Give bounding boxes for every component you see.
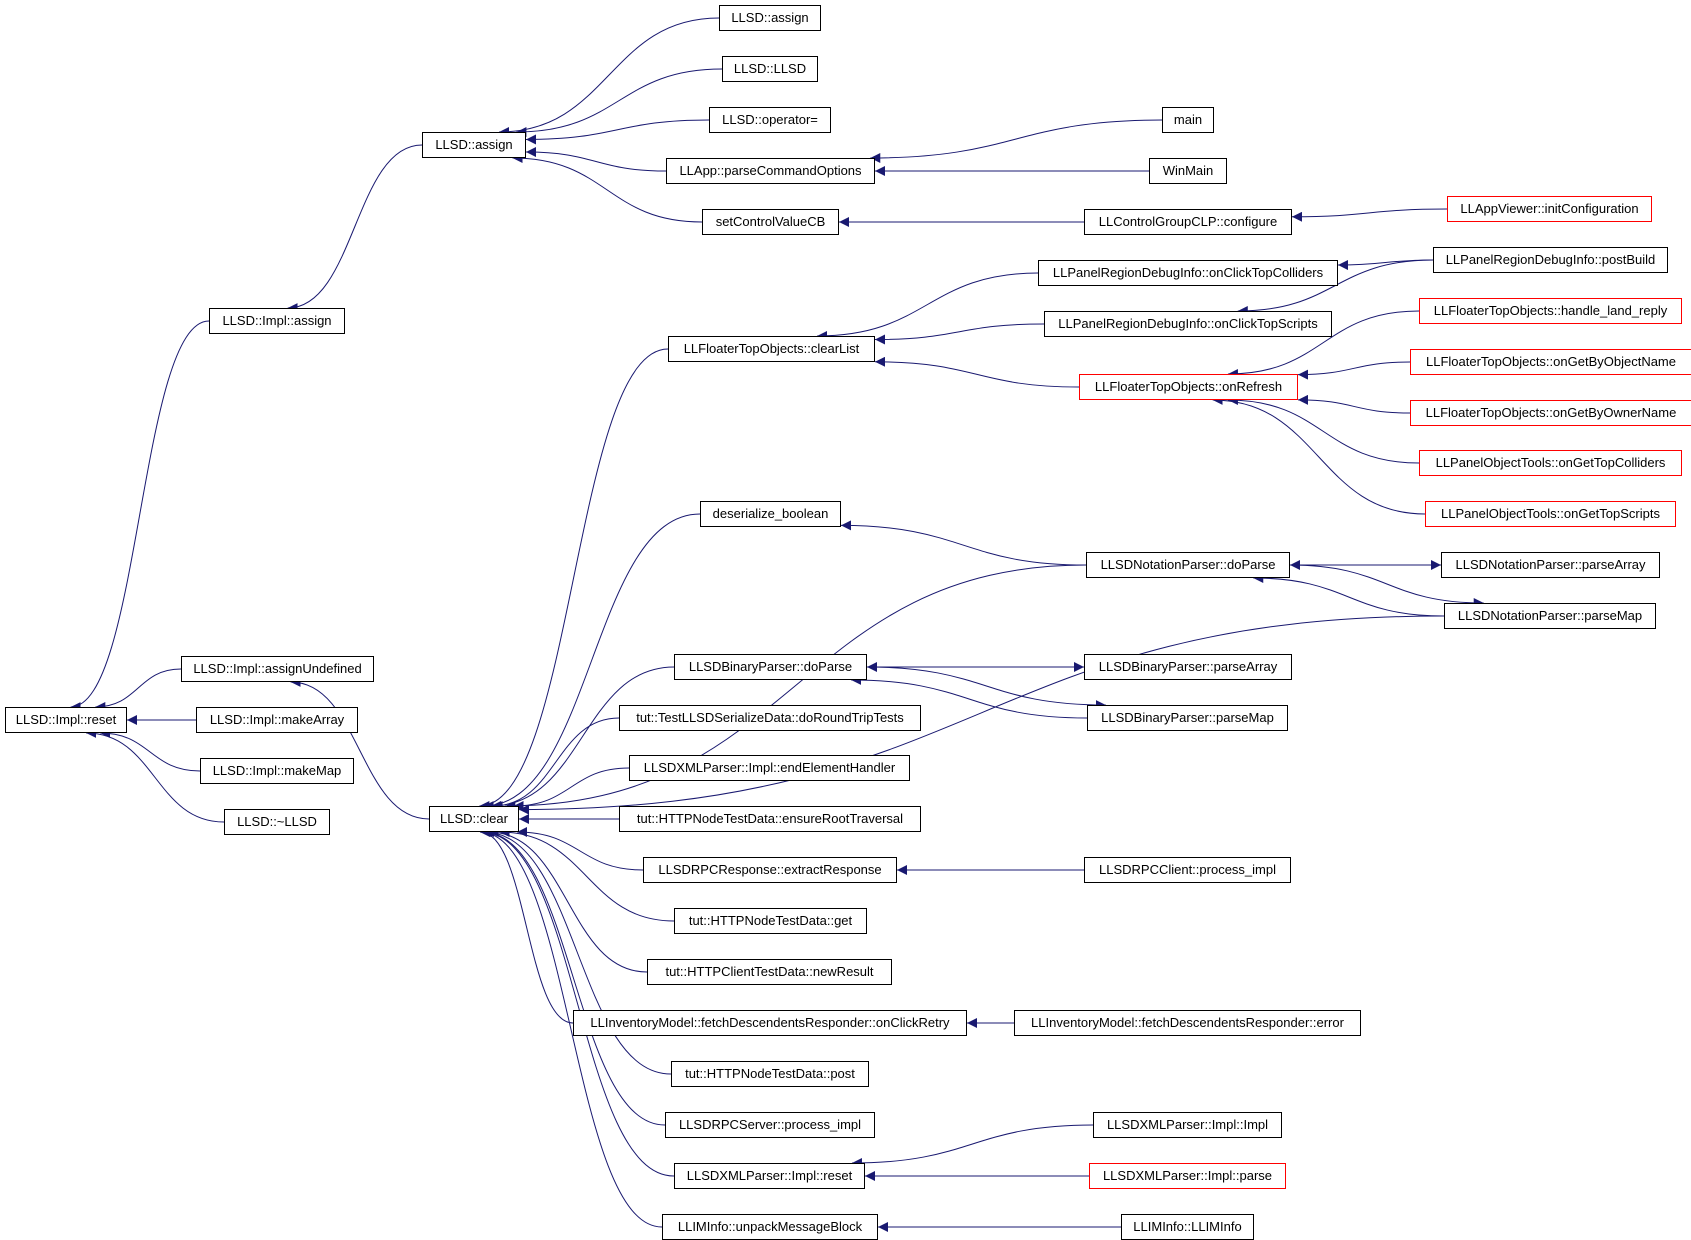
call-edge-n_click_colliders-to-n_clearlist (817, 272, 1039, 341)
call-edge-n_end_elem-to-n_llsd_clear (513, 767, 630, 811)
call-edge-n_post-to-n_llsd_clear (484, 827, 672, 1075)
call-edge-n_onclickretry-to-n_llsd_clear (480, 827, 574, 1024)
node-deserialize-boolean[interactable]: deserialize_boolean (700, 501, 841, 527)
node-http-client-new-result[interactable]: tut::HTTPClientTestData::newResult (647, 959, 892, 985)
node-notation-parsearray[interactable]: LLSDNotationParser::parseArray (1441, 552, 1660, 578)
call-edge-n_unpack-to-n_llsd_clear (479, 827, 663, 1228)
node-llappviewer-init-configuration[interactable]: LLAppViewer::initConfiguration (1447, 196, 1652, 222)
node-end-element-handler[interactable]: LLSDXMLParser::Impl::endElementHandler (629, 755, 910, 781)
node-on-get-by-owner-name[interactable]: LLFloaterTopObjects::onGetByOwnerName (1410, 400, 1691, 426)
node-llfloatertopobjects-onrefresh[interactable]: LLFloaterTopObjects::onRefresh (1079, 374, 1298, 400)
call-edge-n_bin_doparse-to-n_llsd_clear (491, 666, 675, 811)
call-edge-n_impl_assign-to-n_reset (70, 320, 210, 712)
call-edge-n_server_process-to-n_llsd_clear (482, 827, 666, 1126)
call-edge-n_roundtrip-to-n_llsd_clear (492, 717, 620, 811)
call-edge-n_bin_doparse-to-n_bin_parsemap (866, 666, 1106, 710)
node-llsd-impl-make-array[interactable]: LLSD::Impl::makeArray (196, 707, 358, 733)
call-edge-n_click_scripts-to-n_clearlist (874, 323, 1045, 345)
call-edge-n_by_object-to-n_onrefresh (1297, 361, 1411, 380)
call-edge-n_by_owner-to-n_onrefresh (1297, 394, 1411, 414)
node-http-node-post[interactable]: tut::HTTPNodeTestData::post (671, 1061, 869, 1087)
node-notation-parsemap[interactable]: LLSDNotationParser::parseMap (1444, 603, 1656, 629)
node-llim-info-constructor[interactable]: LLIMInfo::LLIMInfo (1121, 1214, 1254, 1240)
call-edge-n_onrefresh-to-n_clearlist (874, 356, 1080, 388)
call-edge-n_not_parsemap-to-n_not_doparse (1253, 573, 1445, 617)
call-edge-n_assign_undef-to-n_reset (95, 668, 182, 712)
call-edge-n_clearlist-to-n_llsd_clear (479, 348, 669, 811)
node-set-control-value-cb[interactable]: setControlValueCB (702, 209, 839, 235)
node-llsd-destructor[interactable]: LLSD::~LLSD (224, 809, 330, 835)
node-llsd-assign-caller[interactable]: LLSD::assign (719, 5, 821, 31)
node-xml-impl-reset[interactable]: LLSDXMLParser::Impl::reset (674, 1163, 865, 1189)
node-binary-parsearray[interactable]: LLSDBinaryParser::parseArray (1084, 654, 1292, 680)
call-edge-n_main-to-n_parse_cmd (870, 119, 1163, 163)
node-on-get-top-colliders[interactable]: LLPanelObjectTools::onGetTopColliders (1419, 450, 1682, 476)
call-edge-n_not_doparse-to-n_not_parsemap (1289, 564, 1484, 608)
call-edge-n_llsd_assign-to-n_impl_assign (287, 144, 423, 313)
node-ensure-root-traversal[interactable]: tut::HTTPNodeTestData::ensureRootTravers… (619, 806, 921, 832)
node-rpc-server-process-impl[interactable]: LLSDRPCServer::process_impl (665, 1112, 875, 1138)
call-edge-n_llsd_clear-to-n_assign_undef (290, 677, 430, 820)
node-notation-doparse[interactable]: LLSDNotationParser::doParse (1086, 552, 1290, 578)
node-fetch-descendents-error[interactable]: LLInventoryModel::fetchDescendentsRespon… (1014, 1010, 1361, 1036)
node-llsd-impl-reset: LLSD::Impl::reset (5, 707, 127, 733)
call-edge-n_top_scripts-to-n_onrefresh (1212, 395, 1426, 515)
node-rpc-client-process-impl[interactable]: LLSDRPCClient::process_impl (1084, 857, 1291, 883)
call-edge-n_xml_reset-to-n_llsd_clear (481, 827, 675, 1177)
node-panel-region-debug-postbuild[interactable]: LLPanelRegionDebugInfo::postBuild (1433, 247, 1668, 273)
node-llapp-parse-command-options[interactable]: LLApp::parseCommandOptions (666, 158, 875, 184)
node-handle-land-reply[interactable]: LLFloaterTopObjects::handle_land_reply (1419, 298, 1682, 324)
node-llsd-constructor[interactable]: LLSD::LLSD (722, 56, 818, 82)
call-edge-n_make_map-to-n_reset (100, 728, 201, 772)
call-edge-n_set_ctrl-to-n_llsd_assign (512, 153, 703, 223)
node-llfloatertopobjects-clearlist[interactable]: LLFloaterTopObjects::clearList (668, 336, 875, 362)
node-http-node-get[interactable]: tut::HTTPNodeTestData::get (674, 908, 867, 934)
node-main[interactable]: main (1162, 107, 1214, 133)
node-llsd-impl-assign-undefined[interactable]: LLSD::Impl::assignUndefined (181, 656, 374, 682)
node-llsd-clear[interactable]: LLSD::clear (429, 806, 519, 832)
node-binary-doparse[interactable]: LLSDBinaryParser::doParse (674, 654, 867, 680)
call-edge-n_llsd_ctor-to-n_llsd_assign (516, 68, 723, 137)
node-xml-impl-parse[interactable]: LLSDXMLParser::Impl::parse (1089, 1163, 1286, 1189)
node-on-get-by-object-name[interactable]: LLFloaterTopObjects::onGetByObjectName (1410, 349, 1691, 375)
node-onclick-top-colliders[interactable]: LLPanelRegionDebugInfo::onClickTopCollid… (1038, 260, 1338, 286)
call-edge-n_parse_cmd-to-n_llsd_assign (525, 147, 667, 172)
node-unpack-message-block[interactable]: LLIMInfo::unpackMessageBlock (662, 1214, 878, 1240)
node-on-click-retry[interactable]: LLInventoryModel::fetchDescendentsRespon… (573, 1010, 967, 1036)
node-llsd-impl-make-map[interactable]: LLSD::Impl::makeMap (200, 758, 354, 784)
call-edge-n_bin_parsemap-to-n_bin_doparse (851, 675, 1088, 719)
call-edge-n_not_doparse-to-n_deser_bool (840, 520, 1087, 566)
node-xml-impl-constructor[interactable]: LLSDXMLParser::Impl::Impl (1093, 1112, 1282, 1138)
call-edge-n_newresult-to-n_llsd_clear (488, 827, 648, 973)
node-onclick-top-scripts[interactable]: LLPanelRegionDebugInfo::onClickTopScript… (1044, 311, 1332, 337)
node-llsd-impl-assign[interactable]: LLSD::Impl::assign (209, 308, 345, 334)
call-edge-n_handle_land-to-n_onrefresh (1227, 310, 1420, 379)
node-do-round-trip-tests[interactable]: tut::TestLLSDSerializeData::doRoundTripT… (619, 705, 921, 731)
call-edge-n_deser_bool-to-n_llsd_clear (483, 513, 701, 811)
call-edge-n_dtor-to-n_reset (86, 728, 225, 823)
call-edge-n_not_parsemap-to-n_llsd_clear (518, 615, 1445, 815)
call-edge-n_get-to-n_llsd_clear (499, 827, 675, 922)
call-edge-n_xml_ctor-to-n_xml_reset (851, 1124, 1094, 1168)
node-winmain[interactable]: WinMain (1149, 158, 1227, 184)
node-binary-parsemap[interactable]: LLSDBinaryParser::parseMap (1087, 705, 1288, 731)
node-extract-response[interactable]: LLSDRPCResponse::extractResponse (643, 857, 897, 883)
call-edge-n_top_colliders-to-n_onrefresh (1227, 395, 1420, 464)
call-edge-n_extract-to-n_llsd_clear (517, 827, 644, 871)
call-edge-n_op_eq-to-n_llsd_assign (525, 119, 710, 145)
node-on-get-top-scripts[interactable]: LLPanelObjectTools::onGetTopScripts (1425, 501, 1676, 527)
call-edge-n_initconfig-to-n_configure (1291, 208, 1448, 222)
node-llsd-operator-assign[interactable]: LLSD::operator= (709, 107, 831, 133)
node-llcontrolgroupclp-configure[interactable]: LLControlGroupCLP::configure (1084, 209, 1292, 235)
call-edge-n_assign_top-to-n_llsd_assign (499, 17, 720, 137)
call-edge-n_not_doparse-to-n_llsd_clear (505, 564, 1087, 811)
node-llsd-assign[interactable]: LLSD::assign (422, 132, 526, 158)
